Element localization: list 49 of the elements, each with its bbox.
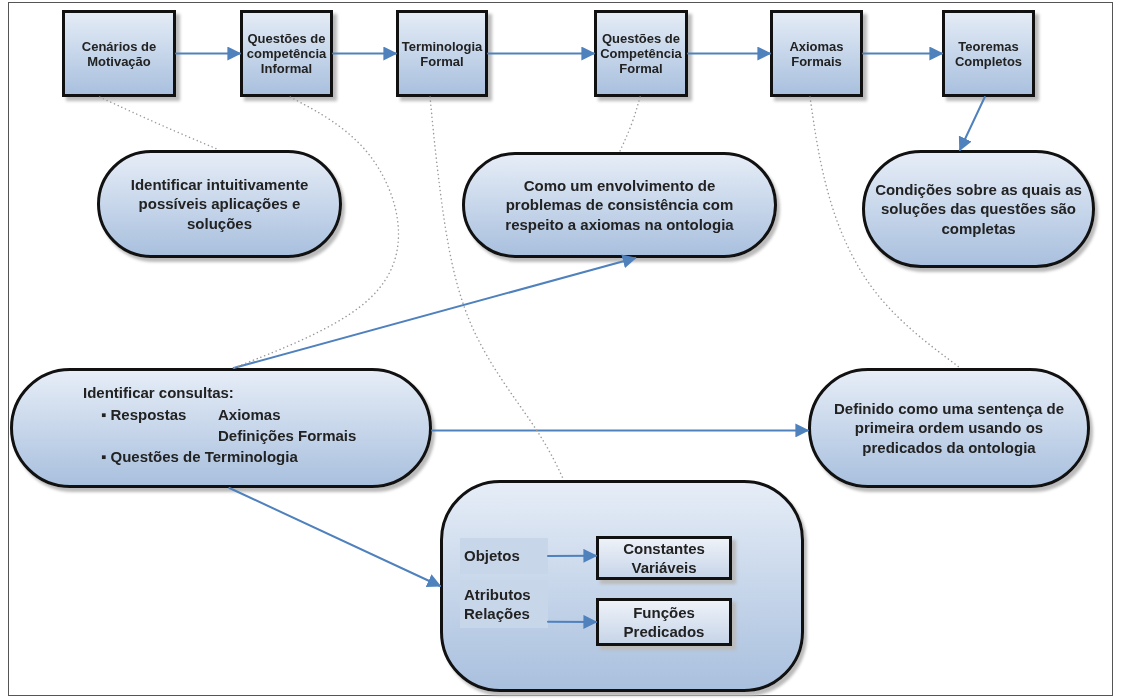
arrow [547,614,598,629]
node-text: Questões de Competência Formal [599,31,683,76]
arrow [547,548,598,563]
node-text: Axiomas [218,405,281,425]
arrow [175,46,242,61]
dotted-connector [232,96,400,369]
process-box [594,10,688,97]
node-text: Definições Formais [218,426,357,446]
node-text: Constantes Variáveis [622,538,706,578]
arrow [232,254,637,369]
arrow [487,46,596,61]
process-box [396,10,488,97]
rounded-box [862,150,1095,268]
arrow [862,46,944,61]
dotted-connector [618,96,641,153]
rounded-box [10,368,432,488]
node-text: ▪ Respostas [101,405,187,425]
rounded-box [808,368,1090,488]
process-box [62,10,176,97]
rounded-box [440,480,804,692]
arrow [431,423,810,438]
node-text: Condições sobre as quais as soluções das questões são completas [874,179,1083,239]
node-text: Objetos [464,546,520,566]
node-text: Identificar consultas: [83,383,234,403]
label-band [460,538,548,574]
arrow [228,487,442,588]
dotted-connector [809,96,962,369]
arrow [332,46,398,61]
node-text: Como um envolvimento de problemas de consistência com respeito a axiomas na ontologia [504,175,735,235]
arrow [687,46,772,61]
node-text: ▪ Questões de Terminologia [101,447,298,467]
process-box [770,10,863,97]
dotted-connector [429,96,565,481]
node-text: Definido como uma sentença de primeira ordem usando os predicados da ontologia [832,398,1065,458]
node-text: Atributos Relações [464,584,532,624]
node-text: Teoremas Completos [953,38,1024,69]
arrow [958,96,986,152]
node-text: Identificar intuitivamente possíveis aplicações e soluções [129,174,310,234]
rounded-box [97,150,342,258]
process-box [596,536,732,580]
node-text: Cenários de Motivação [80,38,158,69]
process-box [596,598,732,646]
process-box [240,10,333,97]
node-text: Terminologia Formal [401,38,483,69]
node-text: Questões de competência Informal [245,31,328,76]
node-text: Funções Predicados [622,602,706,642]
process-box [942,10,1035,97]
node-text: Axiomas Formais [788,38,845,69]
rounded-box [462,152,777,258]
